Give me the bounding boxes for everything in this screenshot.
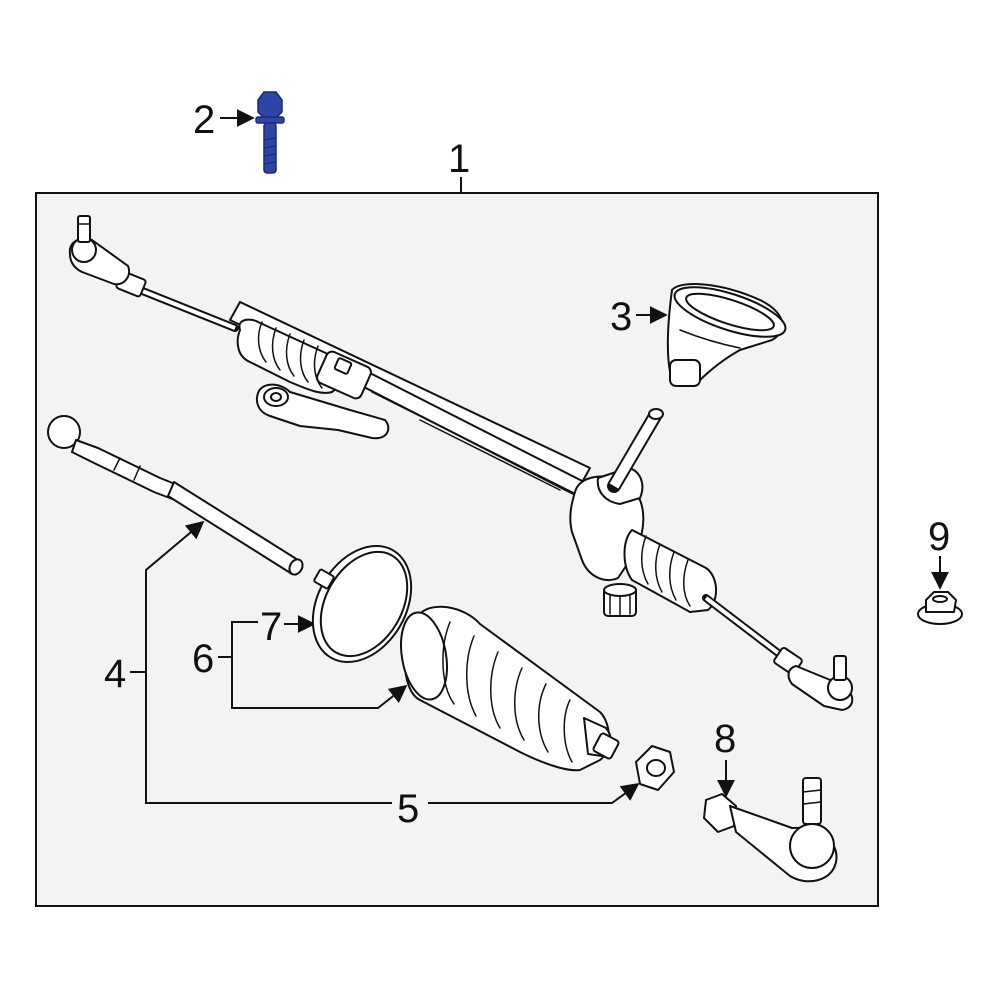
callout-9[interactable]: 9 [928, 515, 950, 559]
leader-6 [218, 656, 408, 709]
leader-6-top [231, 621, 258, 657]
dust-boot-part-3[interactable] [666, 277, 791, 387]
bellows-boot-part-6[interactable] [395, 605, 620, 772]
callout-8[interactable]: 8 [714, 717, 736, 761]
callout-4[interactable]: 4 [104, 652, 126, 696]
mounting-bolt-part-2[interactable] [255, 91, 285, 174]
clamp-ring-part-7[interactable] [293, 528, 431, 679]
steering-rack-assembly[interactable] [68, 215, 854, 711]
inner-tie-rod-part-4[interactable] [47, 415, 305, 577]
callout-2[interactable]: 2 [193, 98, 215, 142]
callout-3[interactable]: 3 [610, 295, 632, 339]
flange-nut-part-9[interactable] [917, 591, 963, 625]
callout-6[interactable]: 6 [192, 637, 214, 681]
callout-7[interactable]: 7 [260, 605, 282, 649]
leader-5 [145, 672, 392, 804]
jam-nut-part-5[interactable] [635, 745, 675, 791]
callout-1[interactable]: 1 [448, 137, 470, 181]
leader-5b [428, 782, 640, 804]
leader-4 [130, 520, 205, 673]
callout-5[interactable]: 5 [397, 787, 419, 831]
outer-tie-rod-end-part-8[interactable] [703, 777, 838, 883]
